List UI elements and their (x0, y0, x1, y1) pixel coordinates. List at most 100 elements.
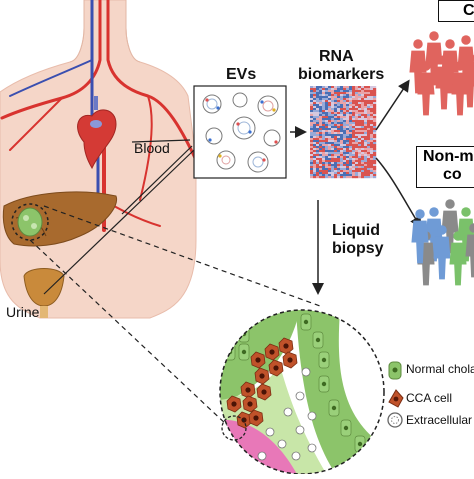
heatmap-cell (349, 132, 353, 135)
heatmap-cell (313, 146, 317, 149)
heatmap-cell (319, 110, 323, 113)
heatmap-cell (331, 130, 335, 133)
heatmap-cell (352, 172, 356, 175)
heatmap-cell (334, 126, 338, 129)
heatmap-cell (346, 152, 350, 155)
heatmap-cell (334, 128, 338, 131)
heatmap-cell (355, 94, 359, 97)
heatmap-cell (373, 158, 377, 161)
heatmap-cell (328, 132, 332, 135)
heatmap-cell (328, 158, 332, 161)
heatmap-cell (343, 114, 347, 117)
heatmap-cell (367, 122, 371, 125)
heatmap-cell (361, 144, 365, 147)
heatmap-cell (373, 164, 377, 167)
heatmap-cell (319, 102, 323, 105)
heatmap-cell (367, 160, 371, 163)
heatmap-cell (373, 148, 377, 151)
heatmap-cell (367, 144, 371, 147)
heatmap-cell (316, 170, 320, 173)
heatmap-cell (328, 152, 332, 155)
heatmap-cell (355, 114, 359, 117)
heatmap-cell (364, 128, 368, 131)
heatmap-cell (343, 154, 347, 157)
heatmap-cell (358, 110, 362, 113)
heatmap-cell (331, 172, 335, 175)
heatmap-cell (334, 138, 338, 141)
heatmap-cell (325, 170, 329, 173)
normal-cholangiocyte (238, 325, 250, 343)
heatmap-cell (370, 86, 374, 89)
heatmap-cell (337, 174, 341, 177)
heatmap-cell (346, 142, 350, 145)
heatmap-cell (319, 112, 323, 115)
heatmap-cell (373, 90, 377, 93)
control-figure (449, 231, 467, 286)
heatmap-cell (322, 96, 326, 99)
heatmap-cell (328, 104, 332, 107)
heatmap-cell (343, 140, 347, 143)
heatmap-cell (328, 98, 332, 101)
normal-cell-nucleus (331, 405, 337, 411)
heatmap-cell (325, 118, 329, 121)
heatmap-cell (352, 110, 356, 113)
heatmap-cell (310, 94, 314, 97)
heatmap-cell (316, 100, 320, 103)
heatmap-cell (331, 152, 335, 155)
heatmap-cell (358, 132, 362, 135)
heatmap-cell (313, 164, 317, 167)
heatmap-cell (373, 144, 377, 147)
heatmap-cell (367, 118, 371, 121)
heatmap-cell (343, 174, 347, 177)
heatmap-cell (352, 102, 356, 105)
cca-patient-figure (409, 39, 427, 94)
heatmap-cell (328, 156, 332, 159)
heatmap-cell (352, 92, 356, 95)
heatmap-cell (367, 176, 371, 179)
heatmap-cell (352, 128, 356, 131)
heatmap-cell (355, 116, 359, 119)
normal-cell-nucleus (241, 349, 247, 355)
heatmap-cell (364, 136, 368, 139)
heatmap-cell (361, 130, 365, 133)
heatmap-cell (343, 120, 347, 123)
heatmap-cell (337, 176, 341, 179)
cca-cell-nucleus (287, 357, 293, 363)
heatmap-cell (349, 116, 353, 119)
heatmap-cell (313, 120, 317, 123)
heatmap-cell (337, 112, 341, 115)
heatmap-cell (346, 86, 350, 89)
legend-normal-icon (388, 361, 402, 380)
heatmap-cell (364, 106, 368, 109)
heatmap-cell (334, 152, 338, 155)
heatmap-cell (370, 170, 374, 173)
heatmap-cell (325, 142, 329, 145)
heatmap-cell (346, 136, 350, 139)
heatmap-cell (316, 166, 320, 169)
heatmap-cell (328, 140, 332, 143)
heatmap-cell (331, 140, 335, 143)
heatmap-cell (310, 122, 314, 125)
heatmap-cell (343, 148, 347, 151)
heatmap-cell (352, 114, 356, 117)
heatmap-cell (343, 160, 347, 163)
heatmap-cell (337, 130, 341, 133)
heatmap-cell (373, 118, 377, 121)
heatmap-cell (352, 140, 356, 143)
heatmap-cell (355, 162, 359, 165)
heatmap-cell (325, 130, 329, 133)
heatmap-cell (364, 110, 368, 113)
heatmap-cell (337, 164, 341, 167)
heatmap-cell (364, 112, 368, 115)
heatmap-cell (334, 96, 338, 99)
heatmap-cell (358, 174, 362, 177)
heatmap-cell (319, 142, 323, 145)
heatmap-cell (352, 98, 356, 101)
heatmap-cell (334, 170, 338, 173)
heatmap-cell (352, 86, 356, 89)
heatmap-cell (367, 138, 371, 141)
heatmap-cell (346, 176, 350, 179)
heatmap-cell (364, 90, 368, 93)
heatmap-cell (349, 156, 353, 159)
ev-release-highlight (221, 415, 247, 441)
